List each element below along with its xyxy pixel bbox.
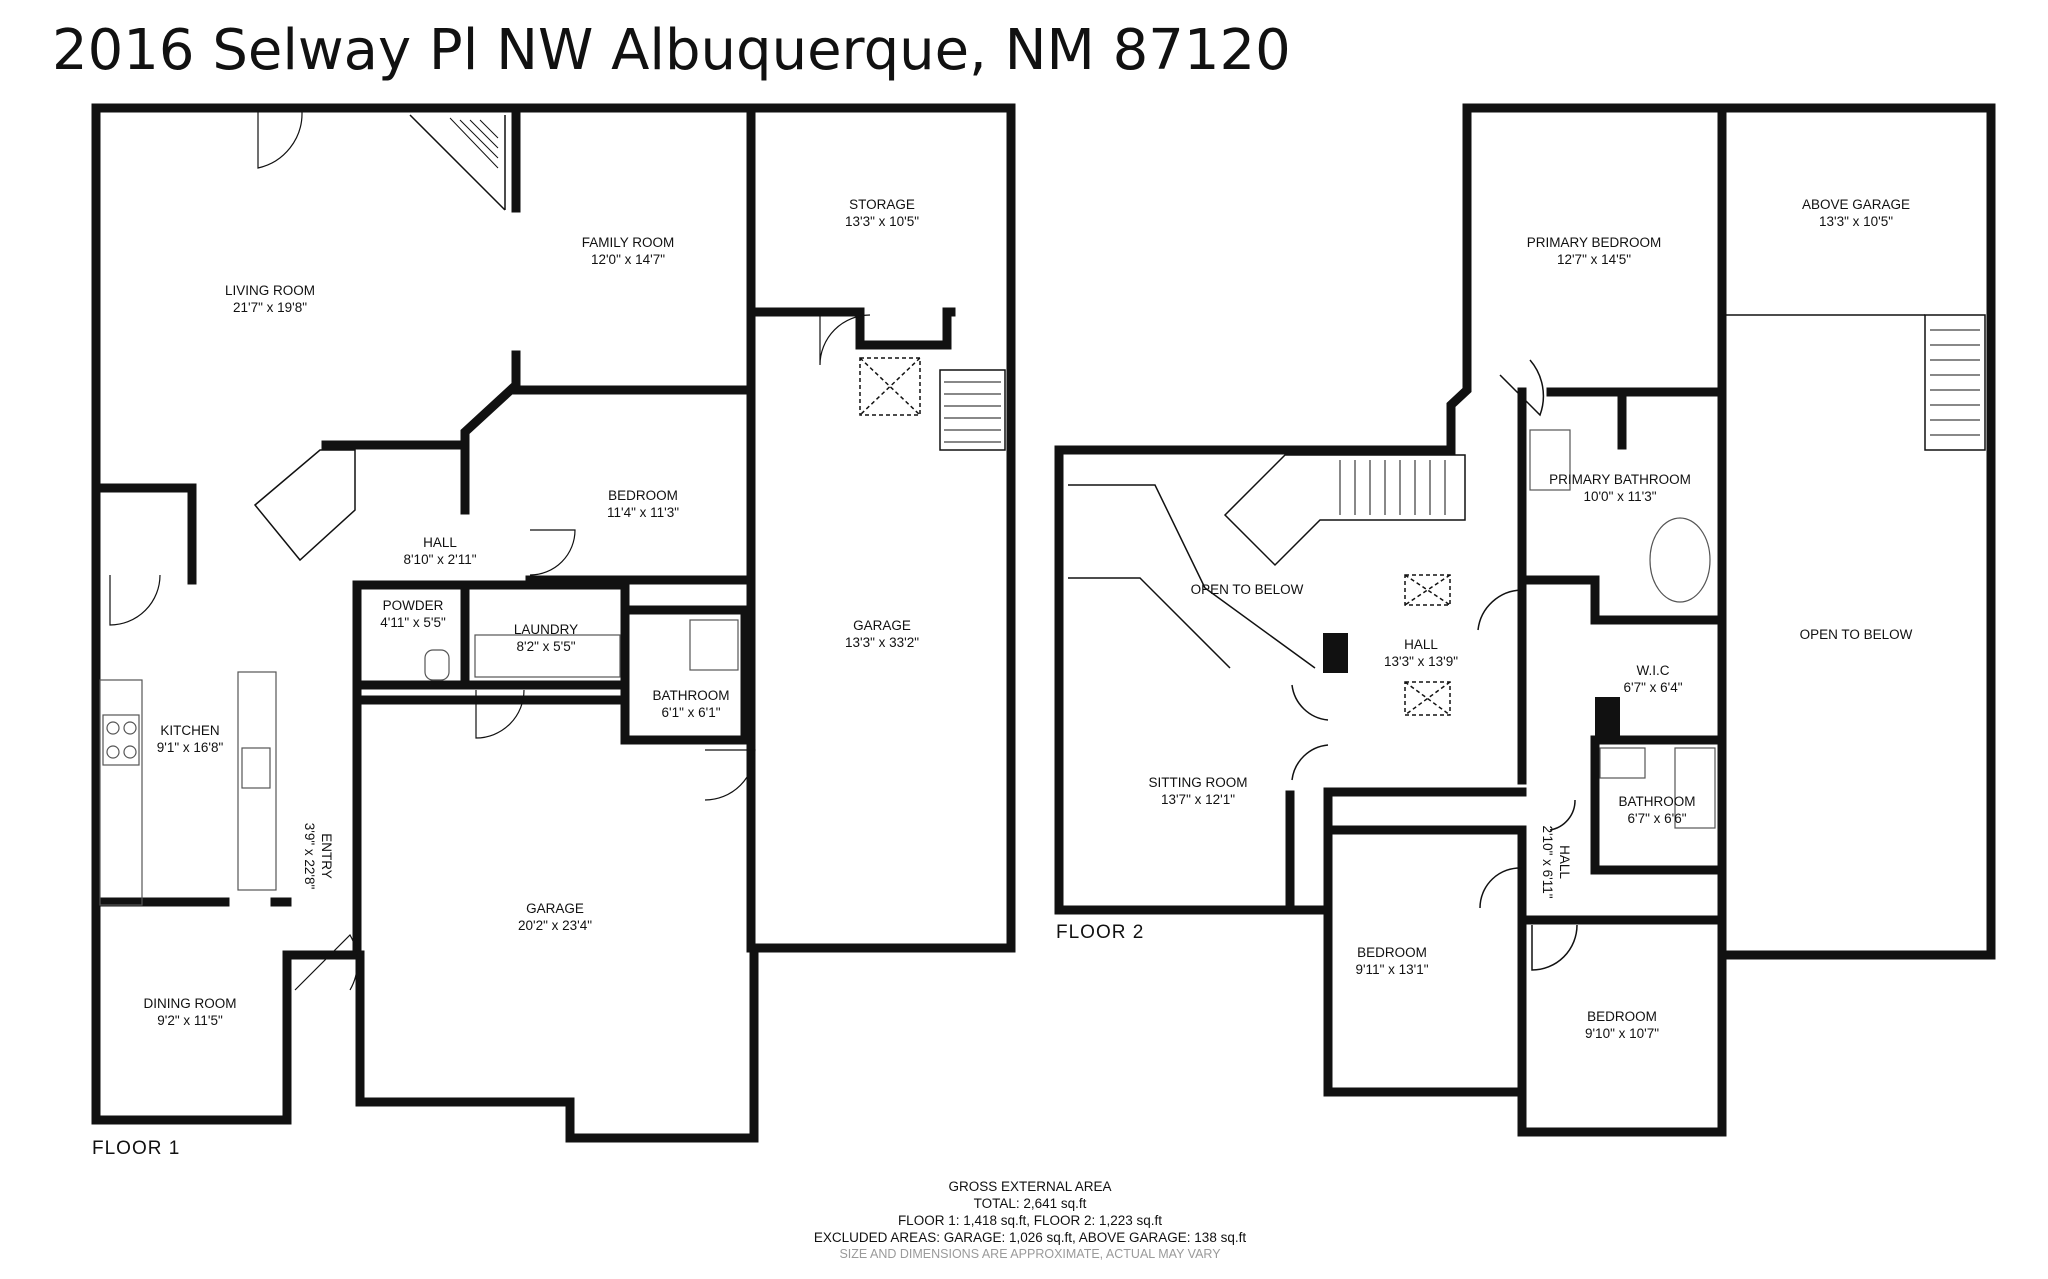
floor2-skylight-2 (1404, 681, 1451, 716)
floor2-wall-primary-bath (1517, 387, 1600, 785)
floor1-wall-kitchen-top (91, 483, 197, 585)
primary-bath-tub (1649, 517, 1711, 603)
area-floors: FLOOR 1: 1,418 sq.ft, FLOOR 2: 1,223 sq.… (897, 1213, 1163, 1228)
kitchen-island (237, 671, 277, 891)
floor1-door-kitchen (109, 574, 161, 626)
address-title: 2016 Selway Pl NW Albuquerque, NM 87120 (52, 18, 1291, 83)
floor2-chimney-2 (1595, 697, 1620, 737)
floor1-door-storage (819, 314, 871, 366)
floor2-wall-bed1-top (1323, 825, 1527, 1097)
floor2-door-sitting (1291, 684, 1329, 781)
area-summary: GROSS EXTERNAL AREA TOTAL: 2,641 sq.ft F… (814, 1178, 1246, 1263)
floor1-exterior-wall (91, 103, 1016, 1143)
floor2-open-below-line (1068, 484, 1316, 669)
floor2-stair-main (1223, 454, 1466, 567)
floor1-door-laundry (475, 689, 525, 739)
floor2-door-bed1 (1479, 867, 1523, 909)
laundry-counter (474, 634, 621, 678)
floor1-stair-top (409, 114, 506, 211)
powder-toilet (424, 649, 450, 681)
floor1-label: FLOOR 1 (92, 1138, 181, 1159)
floor2-door-bath (1549, 799, 1576, 831)
floor2-door-primary (1499, 359, 1545, 417)
area-heading: GROSS EXTERNAL AREA (948, 1179, 1112, 1194)
room-open-below-left: OPEN TO BELOW (1190, 582, 1304, 597)
bath1-fixture (689, 619, 739, 671)
floor1-wall-living-family-lower (460, 350, 521, 515)
floor1-stair-mid (253, 449, 356, 562)
floor2-bath-sink (1599, 747, 1646, 779)
area-total: TOTAL: 2,641 sq.ft (973, 1196, 1087, 1211)
kitchen-sink (241, 747, 271, 789)
area-disclaimer: SIZE AND DIMENSIONS ARE APPROXIMATE, ACT… (839, 1247, 1221, 1261)
floor2-skylight-1 (1404, 574, 1451, 606)
area-excluded: EXCLUDED AREAS: GARAGE: 1,026 sq.ft, ABO… (813, 1230, 1247, 1245)
floor2-door-bed2 (1531, 924, 1578, 971)
floor2-bath-tub (1674, 747, 1716, 829)
room-open-below-right: OPEN TO BELOW (1799, 627, 1913, 642)
floor1-door-bed (529, 529, 576, 576)
kitchen-stove (102, 714, 140, 766)
floor2-chimney-1 (1323, 633, 1348, 673)
floor1-wall-storage-bottom (746, 307, 956, 350)
floor1-skylight (859, 357, 921, 416)
floor1-stair-garage (939, 369, 1006, 451)
primary-bath-counter (1529, 429, 1571, 491)
floor1-door-living (257, 111, 303, 169)
floor1-door-garage (704, 749, 756, 801)
floor2-label: FLOOR 2 (1056, 922, 1145, 943)
kitchen-counter-left (99, 679, 143, 906)
floor2-wall-wic (1590, 615, 1727, 875)
floor1-door-entry (294, 934, 358, 991)
floor2-door-hall (1477, 589, 1523, 631)
floor2-stair-right (1924, 314, 1986, 451)
